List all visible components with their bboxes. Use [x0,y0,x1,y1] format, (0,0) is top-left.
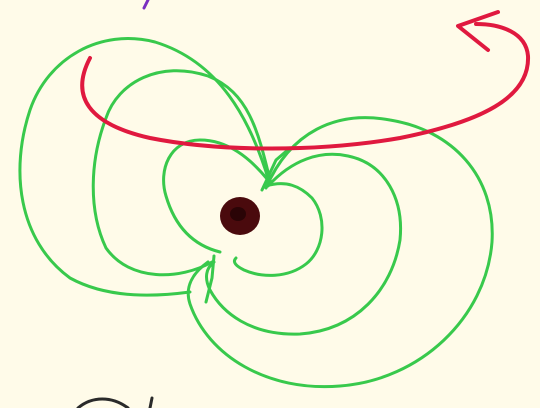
dipole-center-highlight [230,207,246,221]
bottom-dark-mark [78,398,152,408]
top-purple-mark [144,0,148,8]
field-line-left-middle [93,71,270,275]
rotation-arrow-head [458,12,498,50]
field-line-right-middle [207,154,401,334]
rotation-arrow [82,24,528,149]
field-line-left-inner [164,140,268,252]
field-line-right-outer [188,118,492,387]
